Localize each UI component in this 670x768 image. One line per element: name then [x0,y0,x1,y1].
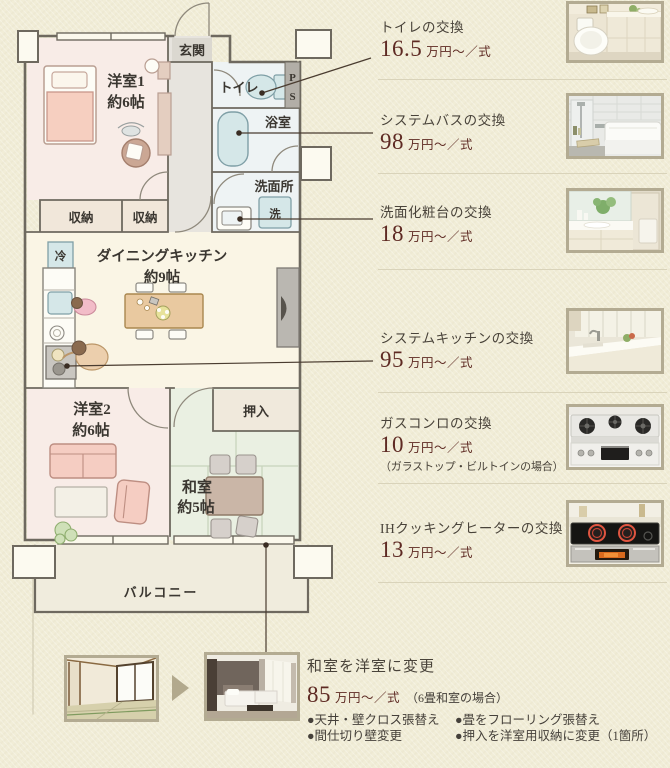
coffee-table [54,486,108,518]
storage1-label: 収納 [68,210,93,225]
sofa [49,443,117,479]
conversion-price: 85 [307,682,331,707]
washing-machine [258,196,292,229]
tv-cabinet [276,267,300,348]
washitsu-label: 和室 [182,478,212,496]
ih-heater-photo [566,500,664,567]
item-price-unit: 万円〜／式 [426,45,492,59]
item-kitchen: システムキッチンの交換 95 万円〜／式 [380,327,570,372]
bullet-item: ●間仕切り壁変更 [307,728,403,743]
conversion-title: 和室を洋室に変更 [307,659,436,675]
item-title: 洗面化粧台の交換 [380,205,492,220]
round-chair [117,122,151,168]
dk-label: ダイニングキッチン [97,247,228,265]
room2-size-label: 約6帖 [72,421,110,439]
item-price-unit: 万円〜／式 [408,441,474,455]
conversion-arrow-icon [172,675,189,701]
divider [378,173,667,174]
item-price: 98 [380,129,404,154]
bullet-item: ●天井・壁クロス張替え [307,713,440,727]
door-arcs [127,2,299,429]
item-price-unit: 万円〜／式 [408,546,474,560]
room2-label: 洋室2 [73,400,111,418]
tatami-grid [170,431,298,538]
ps-p-label: P [289,72,296,84]
item-gas-stove: ガスコンロの交換 10 万円〜／式 （ガラストップ・ビルトインの場合） [380,412,570,474]
item-title: IHクッキングヒーターの交換 [380,521,563,536]
item-title: システムバスの交換 [380,113,506,128]
divider [378,483,667,484]
room1-label: 洋室1 [107,72,145,90]
kitchen-photo [566,308,664,374]
washer-label: 洗 [269,207,281,221]
conversion-block: 和室を洋室に変更 85 万円〜／式 （6畳和室の場合） ●天井・壁クロス張替え … [307,655,667,744]
item-price-unit: 万円〜／式 [408,356,474,370]
tatami-room-photo [64,655,159,722]
washitsu-size-label: 約5帖 [177,498,215,516]
storage2-label: 収納 [132,210,157,225]
item-price: 16.5 [380,36,423,61]
item-price-unit: 万円〜／式 [408,230,474,244]
western-room-photo [204,652,300,721]
person-cooking [62,340,109,371]
item-title: ガスコンロの交換 [380,416,492,431]
vanity-photo [566,188,664,253]
bath-label: 浴室 [265,115,291,130]
toilet-label: トイレ [219,80,258,95]
item-note: （ガラストップ・ビルトインの場合） [380,461,564,473]
person-child [71,297,97,316]
dresser [144,58,172,156]
windows [56,32,295,545]
toilet-photo [566,1,664,63]
washbasin [216,206,252,231]
conversion-bullets: ●天井・壁クロス張替え ●畳をフローリング張替え ●間仕切り壁変更 ●押入を洋室… [307,713,667,744]
plan-labels: 玄関 トイレ P S 浴室 洗面所 洗 洋室1 約6帖 収納 収納 冷 ダイニン… [55,43,296,600]
divider [378,392,667,393]
item-vanity: 洗面化粧台の交換 18 万円〜／式 [380,201,570,246]
bath-photo [566,93,664,159]
pillars [12,29,333,579]
plant [54,521,78,545]
ps-s-label: S [289,91,295,103]
callout-dots [64,90,269,548]
dk-size-label: 約9帖 [144,268,181,286]
low-table [205,454,264,539]
item-title: トイレの交換 [380,20,464,35]
kitchen-counter [42,267,77,389]
item-price: 95 [380,347,404,372]
divider [378,582,667,583]
room1-size-label: 約6帖 [107,93,145,111]
fridge-label: 冷 [55,249,67,263]
divider [378,269,667,270]
bullet-item: ●押入を洋室用収納に変更（1箇所） [455,728,657,743]
genkan-label: 玄関 [179,43,205,58]
bullet-item: ●畳をフローリング張替え [455,713,601,727]
dining-table [124,282,204,340]
conversion-price-unit: 万円〜／式 [335,691,401,705]
item-price: 13 [380,537,404,562]
bathtub [217,111,249,167]
gas-stove-photo [566,404,664,470]
item-title: システムキッチンの交換 [380,331,534,346]
conversion-note: （6畳和室の場合） [406,691,509,705]
washroom-label: 洗面所 [254,179,293,194]
armchair [113,479,151,525]
fridge [47,241,74,269]
item-price: 10 [380,432,404,457]
oshiire-label: 押入 [243,404,269,419]
item-bath: システムバスの交換 98 万円〜／式 [380,109,570,154]
divider [378,79,667,80]
item-price: 18 [380,221,404,246]
balcony-label: バルコニー [124,585,199,600]
item-price-unit: 万円〜／式 [408,138,474,152]
bed [43,65,97,145]
callout-lines [66,57,374,655]
item-ih-heater: IHクッキングヒーターの交換 13 万円〜／式 [380,517,570,562]
